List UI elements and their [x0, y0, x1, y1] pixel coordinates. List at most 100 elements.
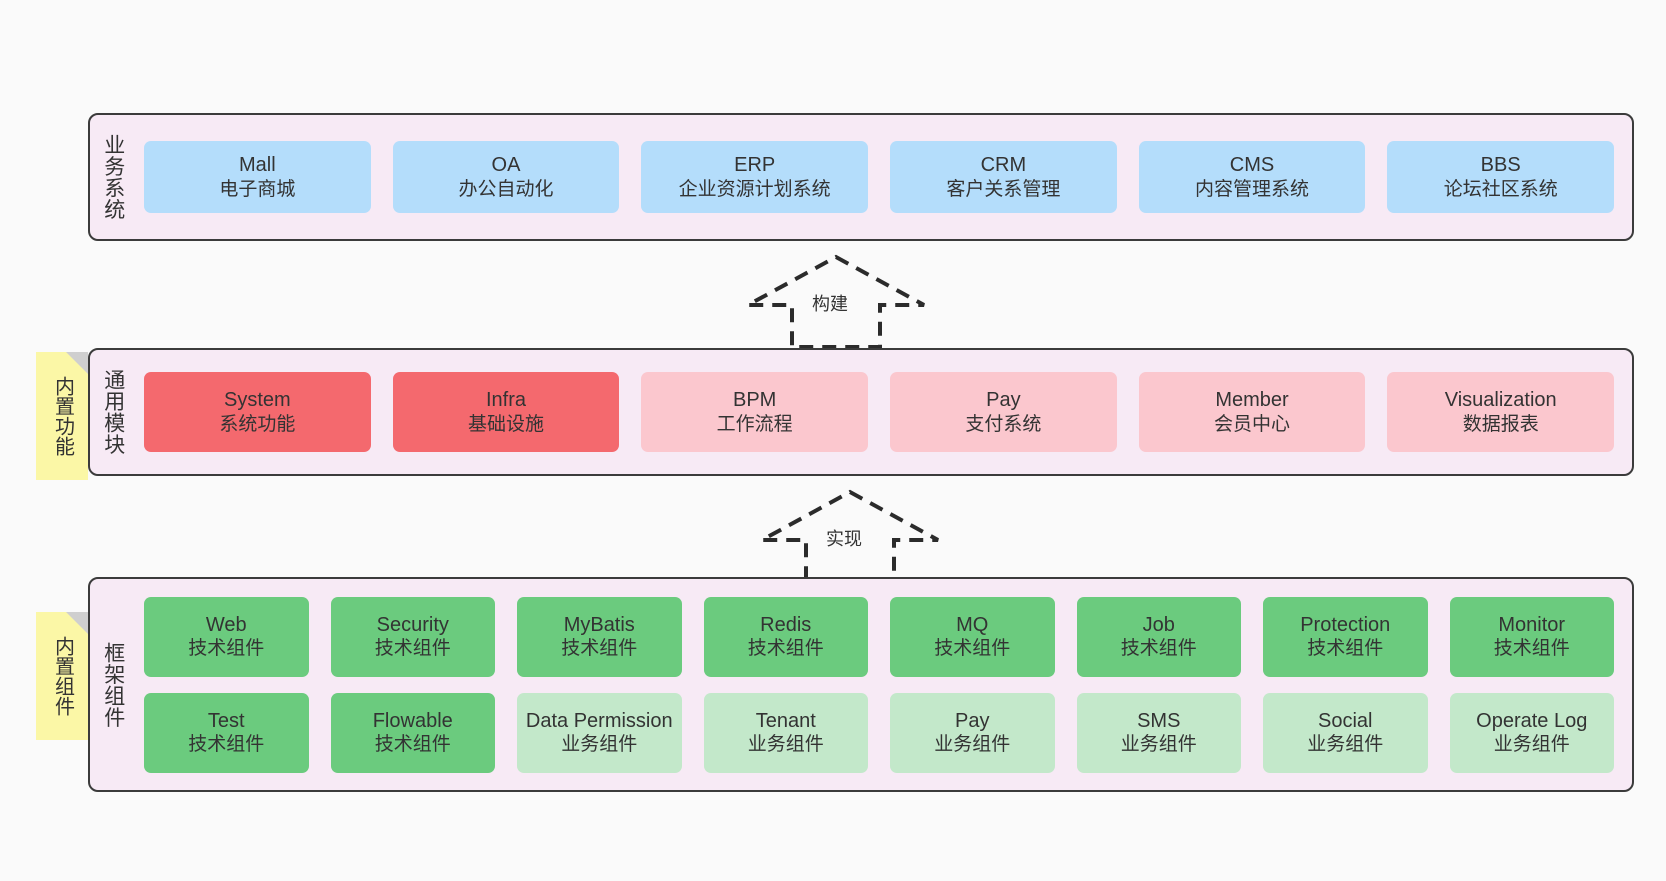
card-visualization[interactable]: Visualization 数据报表 — [1387, 372, 1615, 452]
card-title-en: Test — [207, 709, 245, 732]
card-title-en: Flowable — [372, 709, 453, 732]
card-title-cn: 技术组件 — [934, 638, 1011, 660]
card-title-cn: 办公自动化 — [458, 178, 554, 200]
card-title-cn: 系统功能 — [219, 413, 296, 435]
card-oa[interactable]: OA 办公自动化 — [392, 141, 620, 213]
card-title-cn: 会员中心 — [1214, 413, 1291, 435]
card-row: Test 技术组件 Flowable 技术组件 Data Permission … — [144, 692, 1614, 773]
page-fold-icon — [66, 612, 88, 634]
card-title-en: Infra — [485, 389, 527, 412]
card-operate-log[interactable]: Operate Log 业务组件 — [1449, 692, 1614, 773]
card-title-en: Pay — [955, 709, 990, 732]
card-title-cn: 业务组件 — [561, 734, 638, 756]
card-flowable[interactable]: Flowable 技术组件 — [330, 692, 495, 773]
sticky-note-builtin-component: 内置组件 — [36, 612, 88, 740]
layer-body-business-system: Mall 电子商城 OA 办公自动化 ERP 企业资源计划系统 CRM 客户关系… — [136, 115, 1632, 239]
card-title-en: Redis — [760, 613, 812, 636]
card-job[interactable]: Job 技术组件 — [1076, 596, 1241, 677]
card-title-en: OA — [491, 154, 521, 177]
card-mybatis[interactable]: MyBatis 技术组件 — [517, 596, 682, 677]
card-title-en: Protection — [1300, 613, 1391, 636]
card-bbs[interactable]: BBS 论坛社区系统 — [1387, 141, 1615, 213]
card-title-en: MyBatis — [563, 613, 635, 636]
card-bpm[interactable]: BPM 工作流程 — [641, 372, 869, 452]
card-title-cn: 技术组件 — [1493, 638, 1570, 660]
card-title-cn: 工作流程 — [716, 413, 793, 435]
layer-body-framework-component: Web 技术组件 Security 技术组件 MyBatis 技术组件 Redi… — [136, 579, 1632, 790]
card-mq[interactable]: MQ 技术组件 — [890, 596, 1055, 677]
card-title-cn: 内容管理系统 — [1195, 178, 1310, 200]
card-pay[interactable]: Pay 支付系统 — [890, 372, 1117, 452]
card-title-en: SMS — [1137, 709, 1181, 732]
card-title-cn: 企业资源计划系统 — [678, 178, 831, 200]
card-protection[interactable]: Protection 技术组件 — [1263, 596, 1428, 677]
card-title-cn: 技术组件 — [374, 734, 451, 756]
card-mall[interactable]: Mall 电子商城 — [144, 141, 371, 213]
sticky-note-label: 内置功能 — [51, 376, 74, 456]
card-erp[interactable]: ERP 企业资源计划系统 — [641, 141, 869, 213]
card-title-en: CMS — [1229, 154, 1275, 177]
card-title-en: Operate Log — [1476, 709, 1588, 732]
card-title-cn: 业务组件 — [1307, 734, 1384, 756]
card-title-en: Pay — [986, 389, 1021, 412]
card-title-en: BPM — [733, 389, 777, 412]
connector-label-build: 构建 — [812, 294, 848, 314]
card-redis[interactable]: Redis 技术组件 — [703, 596, 868, 677]
card-title-cn: 技术组件 — [747, 638, 824, 660]
card-data-permission[interactable]: Data Permission 业务组件 — [517, 692, 682, 773]
card-title-en: Data Permission — [525, 709, 673, 732]
card-title-en: Social — [1318, 709, 1373, 732]
card-pay-business[interactable]: Pay 业务组件 — [890, 692, 1055, 773]
card-infra[interactable]: Infra 基础设施 — [392, 372, 620, 452]
card-system[interactable]: System 系统功能 — [144, 372, 371, 452]
card-title-en: Job — [1142, 613, 1175, 636]
card-title-en: MQ — [956, 613, 989, 636]
card-cms[interactable]: CMS 内容管理系统 — [1138, 141, 1366, 213]
card-title-en: Mall — [239, 154, 276, 177]
sticky-note-label: 内置组件 — [51, 636, 74, 716]
card-row: System 系统功能 Infra 基础设施 BPM 工作流程 Pay 支付系统… — [144, 372, 1615, 452]
layer-body-common-module: System 系统功能 Infra 基础设施 BPM 工作流程 Pay 支付系统… — [136, 350, 1632, 474]
card-title-en: Web — [205, 613, 247, 636]
layer-title-framework-component: 框架组件 — [101, 641, 125, 728]
card-title-cn: 技术组件 — [188, 734, 265, 756]
card-title-en: Member — [1215, 389, 1289, 412]
layer-title-business-system: 业务系统 — [101, 134, 125, 220]
card-title-cn: 业务组件 — [747, 734, 824, 756]
card-sms[interactable]: SMS 业务组件 — [1076, 692, 1241, 773]
card-title-cn: 业务组件 — [934, 734, 1011, 756]
card-title-cn: 技术组件 — [1120, 638, 1197, 660]
card-title-cn: 论坛社区系统 — [1443, 178, 1558, 200]
layer-title-common-module: 通用模块 — [101, 369, 125, 455]
layer-common-module: 通用模块 System 系统功能 Infra 基础设施 BPM 工作流程 Pay… — [88, 348, 1634, 476]
card-social[interactable]: Social 业务组件 — [1263, 692, 1428, 773]
card-crm[interactable]: CRM 客户关系管理 — [890, 141, 1117, 213]
card-web[interactable]: Web 技术组件 — [144, 596, 309, 677]
card-title-en: Monitor — [1498, 613, 1566, 636]
card-title-en: ERP — [734, 154, 776, 177]
card-title-cn: 技术组件 — [374, 638, 451, 660]
card-monitor[interactable]: Monitor 技术组件 — [1449, 596, 1614, 677]
card-row: Web 技术组件 Security 技术组件 MyBatis 技术组件 Redi… — [144, 596, 1614, 677]
card-title-en: BBS — [1480, 154, 1521, 177]
card-title-cn: 数据报表 — [1462, 413, 1539, 435]
card-title-en: Security — [376, 613, 449, 636]
card-title-en: Tenant — [755, 709, 816, 732]
card-tenant[interactable]: Tenant 业务组件 — [703, 692, 868, 773]
layer-framework-component: 框架组件 Web 技术组件 Security 技术组件 MyBatis 技术组件… — [88, 577, 1634, 792]
card-title-en: CRM — [980, 154, 1027, 177]
card-title-cn: 技术组件 — [1307, 638, 1384, 660]
card-security[interactable]: Security 技术组件 — [330, 596, 495, 677]
card-title-cn: 技术组件 — [188, 638, 265, 660]
card-title-cn: 业务组件 — [1120, 734, 1197, 756]
connector-label-realize: 实现 — [826, 529, 862, 549]
page-fold-icon — [66, 352, 88, 374]
card-row: Mall 电子商城 OA 办公自动化 ERP 企业资源计划系统 CRM 客户关系… — [144, 141, 1615, 213]
card-test[interactable]: Test 技术组件 — [144, 692, 309, 773]
card-member[interactable]: Member 会员中心 — [1138, 372, 1366, 452]
card-title-cn: 支付系统 — [965, 413, 1042, 435]
card-title-en: System — [223, 389, 291, 412]
card-title-cn: 基础设施 — [468, 413, 545, 435]
card-title-cn: 技术组件 — [561, 638, 638, 660]
